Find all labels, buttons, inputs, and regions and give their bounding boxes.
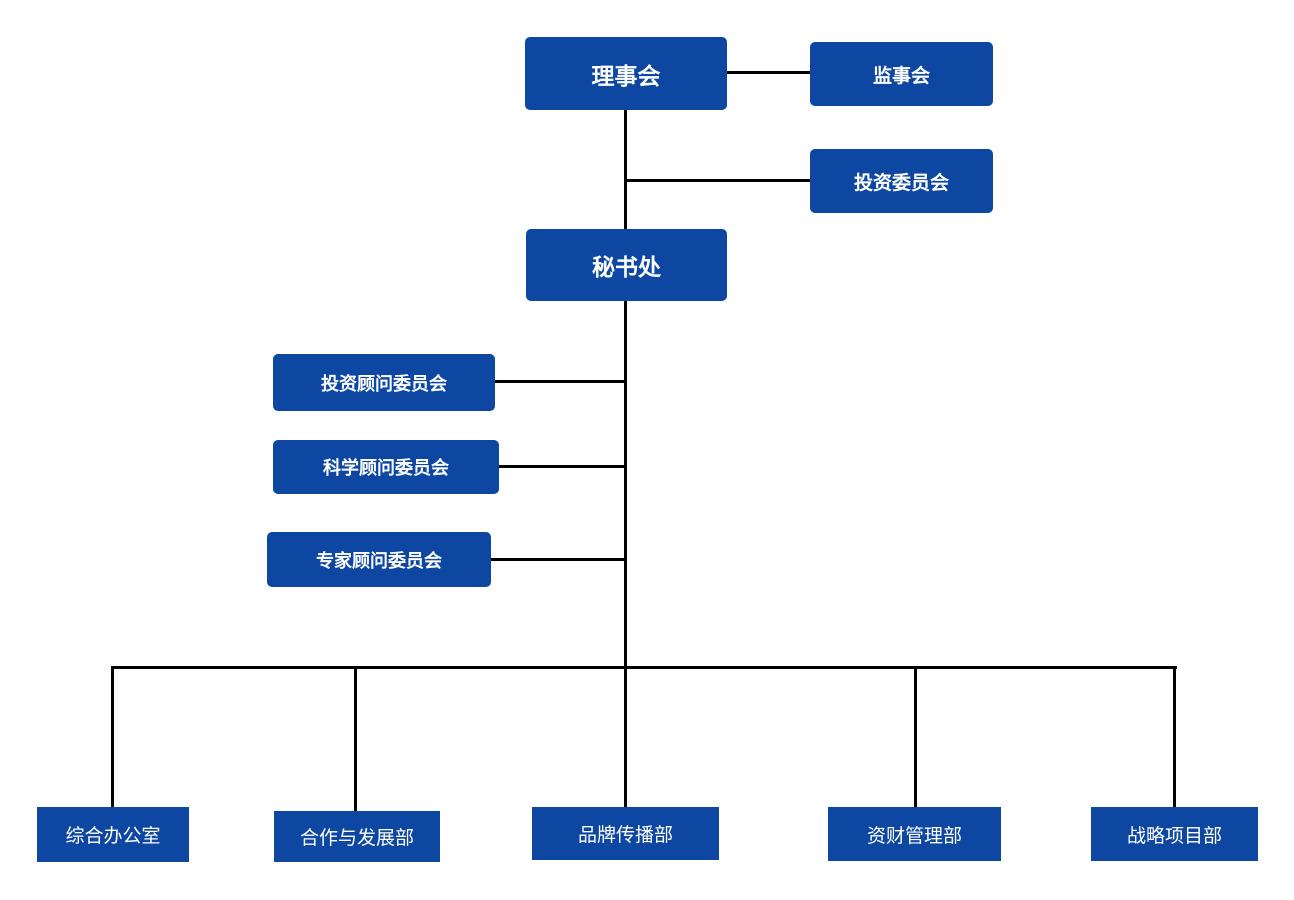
dept-brand-communication-box: 品牌传播部 — [532, 807, 719, 860]
connector-advisory-science — [498, 465, 626, 468]
dept-asset-management-box: 资财管理部 — [828, 807, 1001, 861]
connector-advisory-expert — [490, 558, 626, 561]
science-advisory-committee-box: 科学顾问委员会 — [273, 440, 499, 494]
connector-investment-committee — [626, 179, 811, 182]
dept-general-office-box: 综合办公室 — [37, 807, 189, 862]
board-box: 理事会 — [525, 37, 727, 110]
connector-departments-bus — [111, 666, 1177, 669]
dept-strategic-projects-box: 战略项目部 — [1091, 807, 1258, 861]
supervisors-box: 监事会 — [810, 42, 993, 106]
connector-advisory-investment — [494, 380, 626, 383]
connector-dept-4 — [914, 666, 917, 808]
investment-advisory-committee-box: 投资顾问委员会 — [273, 354, 495, 411]
connector-dept-2 — [354, 666, 357, 812]
secretariat-box: 秘书处 — [526, 229, 727, 301]
expert-advisory-committee-box: 专家顾问委员会 — [267, 532, 491, 587]
connector-board-to-supervisors — [726, 71, 811, 74]
connector-dept-3 — [624, 666, 627, 808]
connector-main-trunk — [624, 109, 627, 670]
dept-cooperation-development-box: 合作与发展部 — [274, 811, 440, 862]
investment-committee-box: 投资委员会 — [810, 149, 993, 213]
connector-dept-1 — [111, 666, 114, 808]
connector-dept-5 — [1173, 666, 1176, 808]
